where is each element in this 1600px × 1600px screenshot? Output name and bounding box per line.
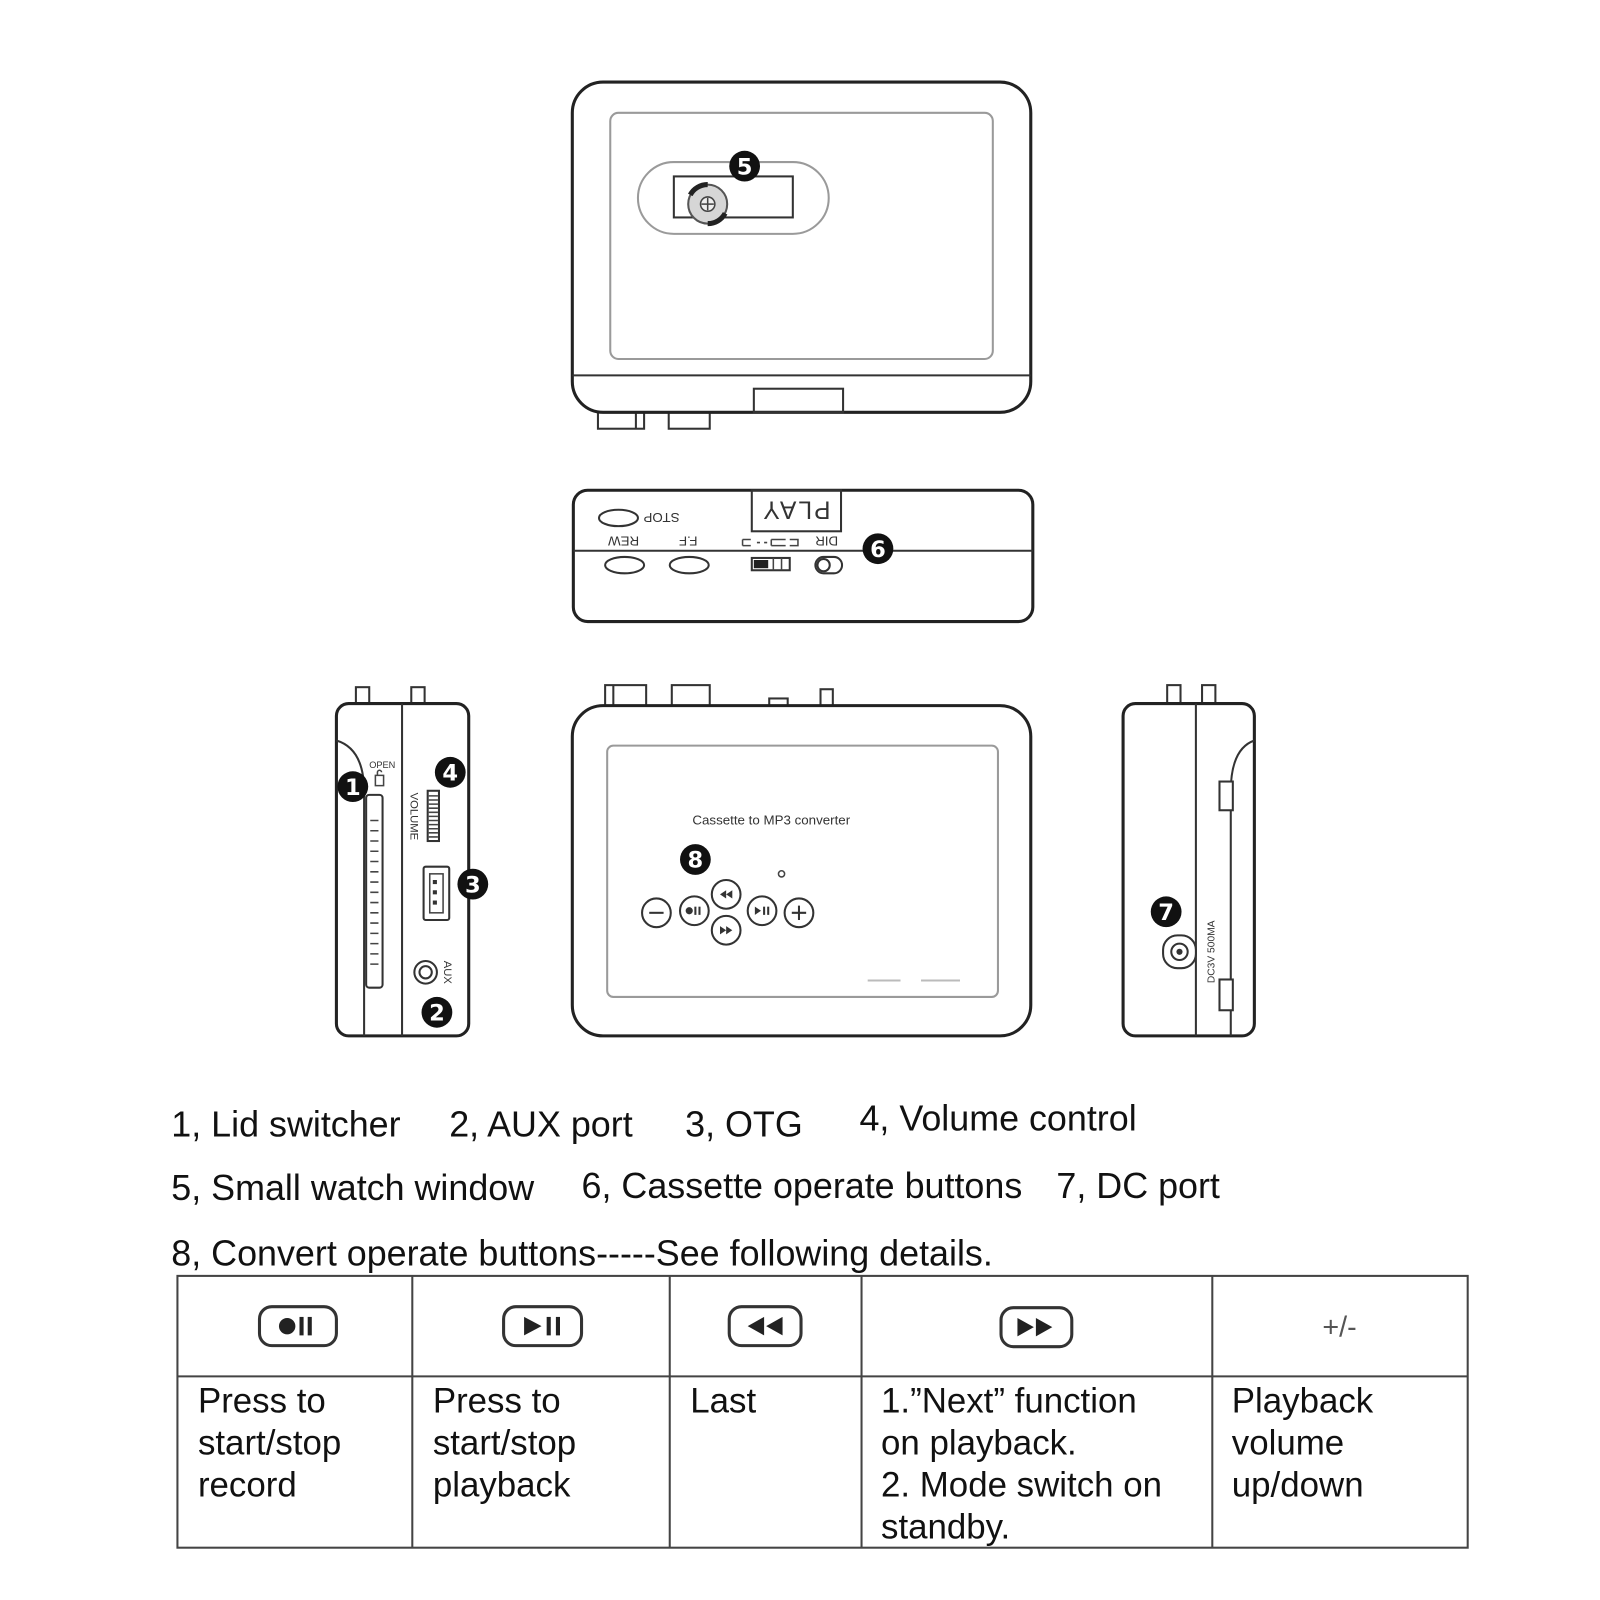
right-side-view: DC3V 500MA 7	[1121, 684, 1256, 1038]
top-view-play-tab	[752, 387, 845, 414]
lid-open-label: OPEN	[369, 760, 395, 770]
cassette-reel-icon	[687, 182, 729, 227]
callout-2-number: 2	[429, 1001, 445, 1027]
table-cell-line: up/down	[1232, 1465, 1364, 1504]
table-cell-line: start/stop	[198, 1423, 341, 1462]
top-side-view: PLAY STOP REW F.F DIR 6	[571, 488, 1035, 624]
callout-4: 4	[434, 756, 466, 788]
table-cell-line: Press to	[198, 1381, 326, 1420]
top-view-door-panel	[609, 111, 994, 360]
legend-item-8: 8, Convert operate buttons-----See follo…	[171, 1234, 993, 1274]
table-cell-line: Press to	[433, 1381, 561, 1420]
front-product-label: Cassette to MP3 converter	[692, 813, 850, 828]
stop-key-label: STOP	[643, 510, 679, 525]
table-cell-line: 1.”Next” function	[881, 1381, 1137, 1420]
table-cell-line: on playback.	[881, 1423, 1077, 1462]
legend-item-1: 1, Lid switcher	[171, 1104, 400, 1144]
right-side-body	[1121, 702, 1256, 1038]
direction-toggle	[814, 555, 844, 575]
callout-8-number: 8	[688, 848, 704, 874]
rew-key-label: REW	[608, 533, 640, 548]
volume-label: VOLUME	[407, 793, 419, 841]
fast-forward-button-icon	[999, 1306, 1074, 1349]
table-border	[176, 1274, 1469, 1549]
play-key	[750, 489, 843, 533]
front-panel	[606, 744, 999, 998]
play-pause-button-icon	[502, 1305, 584, 1348]
aux-label: AUX	[441, 961, 453, 985]
rewind-button-icon	[727, 1305, 803, 1348]
status-led-icon	[777, 870, 786, 878]
tape-type-icon	[741, 538, 799, 547]
plus-icon	[791, 905, 807, 920]
legend-item-5: 5, Small watch window	[171, 1168, 534, 1208]
top-view-body	[570, 80, 1033, 414]
legend-item-2: 2, AUX port	[449, 1104, 632, 1144]
front-plus-button	[783, 897, 815, 929]
parts-legend: 1, Lid switcher 2, AUX port 3, OTG 4, Vo…	[171, 1098, 1220, 1273]
dc-rating-label: DC3V 500MA	[1206, 920, 1217, 983]
legend-item-6: 6, Cassette operate buttons	[582, 1166, 1023, 1206]
front-play-pause-button	[746, 895, 778, 927]
legend-item-7: 7, DC port	[1056, 1166, 1220, 1206]
callout-6: 6	[862, 533, 894, 565]
callout-5-number: 5	[737, 154, 753, 180]
ff-key	[668, 555, 710, 575]
callout-5: 5	[729, 150, 760, 182]
record-pause-icon	[685, 906, 701, 915]
right-side-clip-top	[1218, 780, 1234, 812]
volume-wheel	[426, 789, 440, 843]
callout-1-number: 1	[345, 775, 361, 801]
top-view: 5	[570, 80, 1033, 430]
front-minus-button	[641, 897, 672, 929]
front-record-button	[678, 895, 710, 927]
tape-type-switch	[750, 556, 791, 572]
callout-7: 7	[1150, 896, 1182, 928]
callout-3-number: 3	[465, 872, 481, 898]
callout-7-number: 7	[1158, 900, 1174, 926]
table-cell-line: Last	[690, 1381, 756, 1420]
table-cell-line: Playback	[1232, 1381, 1374, 1420]
table-cell-line: start/stop	[433, 1423, 576, 1462]
dir-label: DIR	[815, 533, 838, 548]
stop-key	[597, 508, 639, 528]
legend-item-4: 4, Volume control	[859, 1098, 1136, 1138]
lid-switcher	[365, 793, 384, 989]
rewind-icon	[720, 890, 733, 899]
play-pause-icon	[754, 906, 770, 915]
legend-item-3: 3, OTG	[685, 1104, 803, 1144]
right-side-clip-bottom	[1218, 978, 1234, 1012]
callout-8: 8	[680, 844, 711, 875]
table-cell-line: record	[198, 1465, 297, 1504]
callout-1: 1	[337, 771, 369, 803]
otg-usb-port	[422, 865, 451, 922]
callout-6-number: 6	[870, 537, 886, 563]
front-view: Cassette to MP3 converter 8	[570, 684, 1033, 1038]
front-fast-forward-button	[710, 914, 742, 946]
callout-4-number: 4	[442, 761, 458, 787]
function-table: +/- Press to start/stop record Press to …	[176, 1274, 1469, 1549]
front-rewind-button	[710, 878, 742, 910]
table-cell-line: 2. Mode switch on	[881, 1465, 1162, 1504]
table-cell-line: standby.	[881, 1507, 1010, 1546]
rew-key	[604, 555, 646, 575]
table-cell-line: playback	[433, 1465, 571, 1504]
table-cell-line: volume	[1232, 1423, 1344, 1462]
play-key-label: PLAY	[761, 496, 830, 523]
callout-3: 3	[457, 868, 489, 900]
left-side-view: OPEN 1 VOLUME 4 3	[334, 686, 489, 1038]
record-pause-button-icon	[257, 1305, 338, 1348]
fast-forward-icon	[720, 926, 733, 935]
callout-2: 2	[421, 996, 453, 1028]
aux-jack	[413, 960, 438, 985]
volume-plus-minus-header: +/-	[1322, 1311, 1356, 1343]
front-body	[570, 704, 1033, 1038]
ff-key-label: F.F	[679, 533, 698, 548]
lid-unlock-icon	[374, 769, 385, 787]
dc-port	[1162, 934, 1197, 970]
